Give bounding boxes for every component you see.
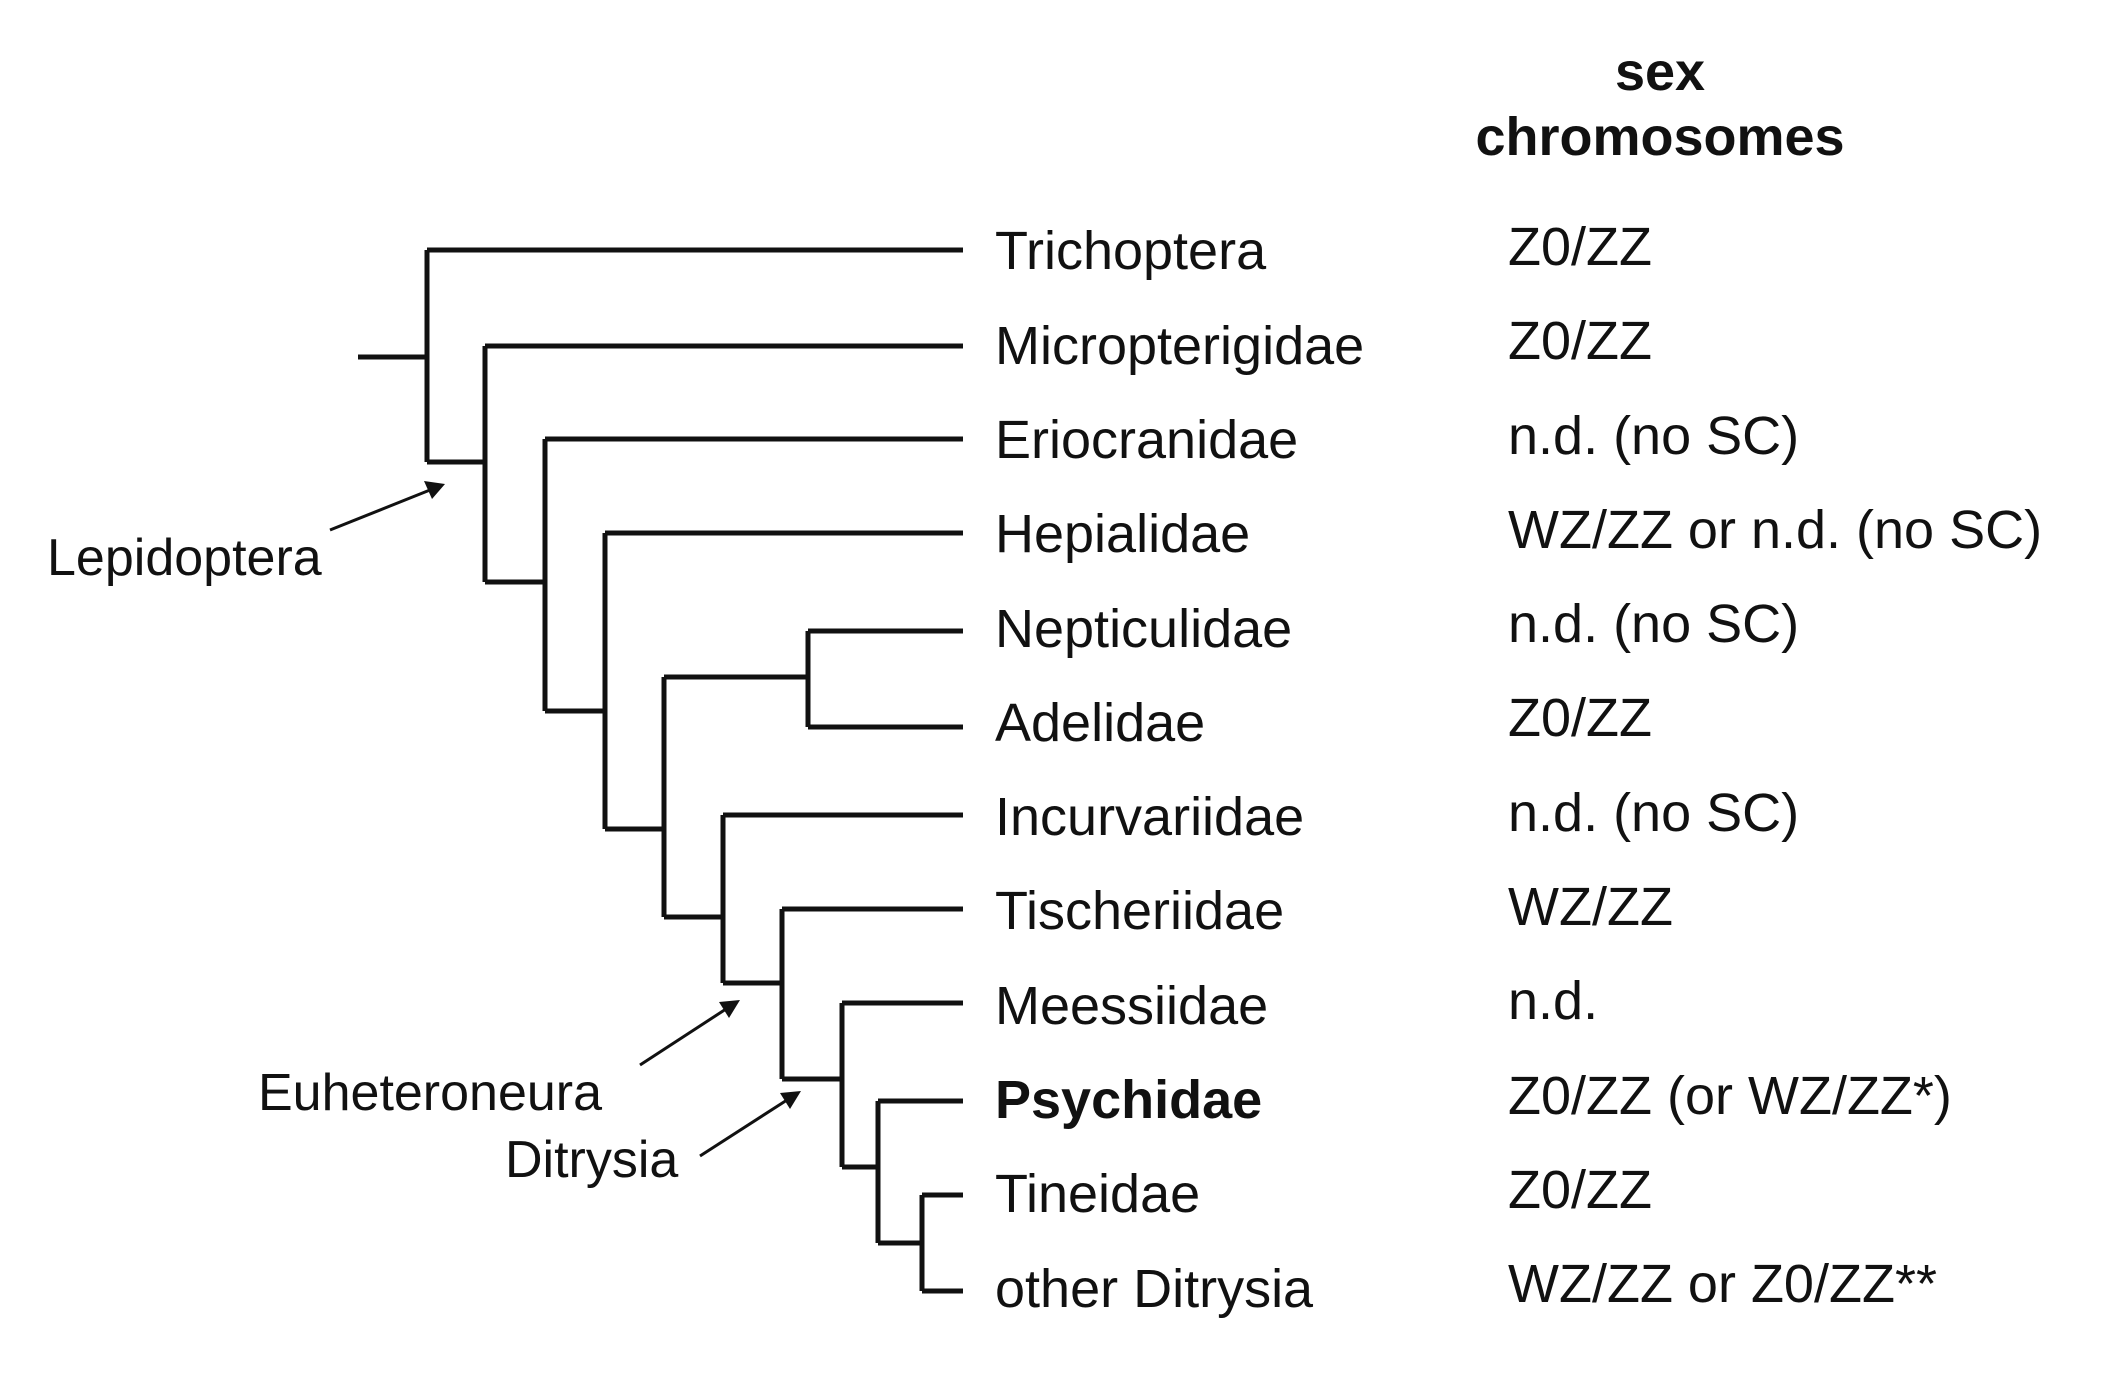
- sex-chromosome-value: Z0/ZZ (or WZ/ZZ*): [1508, 1066, 1952, 1126]
- arrow-ditrysia: [699, 1098, 788, 1158]
- taxon-label: Eriocranidae: [995, 410, 1298, 470]
- sex-chromosome-value: WZ/ZZ or Z0/ZZ**: [1508, 1254, 1937, 1314]
- taxon-label: Tineidae: [995, 1164, 1200, 1224]
- taxon-label: Adelidae: [995, 693, 1205, 753]
- sex-chromosome-value: n.d.: [1508, 971, 1598, 1031]
- taxon-label: Tischeriidae: [995, 881, 1284, 941]
- taxon-label: Meessiidae: [995, 976, 1268, 1036]
- taxon-label: Incurvariidae: [995, 787, 1304, 847]
- taxon-label-highlighted: Psychidae: [995, 1070, 1262, 1130]
- arrow-head-euheteroneura: [719, 1000, 740, 1018]
- sex-chromosome-value: WZ/ZZ or n.d. (no SC): [1508, 500, 2042, 560]
- sex-chromosome-value: Z0/ZZ: [1508, 311, 1652, 371]
- clade-annotations: Lepidoptera Euheteroneura Ditrysia: [47, 481, 801, 1189]
- sex-chromosome-value: Z0/ZZ: [1508, 217, 1652, 277]
- sex-chromosome-value: n.d. (no SC): [1508, 783, 1799, 843]
- taxon-label: Hepialidae: [995, 504, 1250, 564]
- arrow-lepidoptera: [329, 488, 431, 532]
- sex-chromosome-column: Z0/ZZ Z0/ZZ n.d. (no SC) WZ/ZZ or n.d. (…: [1508, 217, 2042, 1314]
- clade-label-lepidoptera: Lepidoptera: [47, 529, 322, 587]
- arrow-euheteroneura: [639, 1007, 727, 1067]
- phylogenetic-tree: [358, 247, 963, 1294]
- sex-chromosome-value: WZ/ZZ: [1508, 877, 1673, 937]
- taxon-label: Trichoptera: [995, 221, 1267, 281]
- sex-chromosome-value: Z0/ZZ: [1508, 688, 1652, 748]
- sex-chromosome-value: Z0/ZZ: [1508, 1160, 1652, 1220]
- sex-chromosome-value: n.d. (no SC): [1508, 406, 1799, 466]
- sex-chromosome-value: n.d. (no SC): [1508, 594, 1799, 654]
- header-line-chromosomes: chromosomes: [1475, 107, 1844, 167]
- arrow-head-lepidoptera: [424, 481, 445, 499]
- clade-label-ditrysia: Ditrysia: [505, 1131, 678, 1189]
- taxon-labels: Trichoptera Micropterigidae Eriocranidae…: [995, 221, 1364, 1319]
- taxon-label: Micropterigidae: [995, 316, 1364, 376]
- clade-label-euheteroneura: Euheteroneura: [258, 1064, 602, 1122]
- taxon-label: other Ditrysia: [995, 1259, 1314, 1319]
- header-line-sex: sex: [1615, 42, 1705, 102]
- taxon-label: Nepticulidae: [995, 599, 1292, 659]
- arrow-head-ditrysia: [780, 1091, 801, 1109]
